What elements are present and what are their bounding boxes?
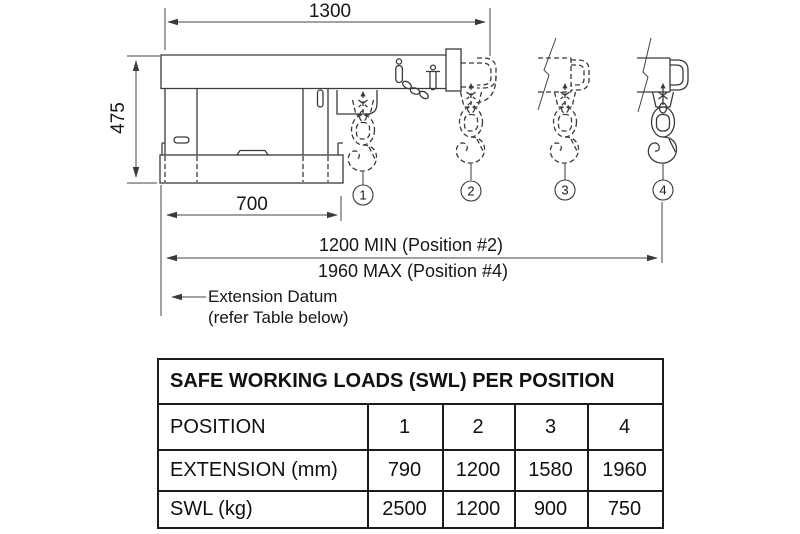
row-label-swl: SWL (kg) — [157, 490, 369, 529]
lynch-pin-icon — [395, 64, 404, 84]
position-balloon-4 — [652, 179, 674, 201]
hook1-bracket — [336, 90, 378, 115]
swl-table-header-row: SAFE WORKING LOADS (SWL) PER POSITION — [157, 358, 664, 405]
left-post — [164, 88, 198, 155]
swl-1-cell: 2500 — [367, 490, 444, 529]
dim-min-extension-label: 1200 MIN (Position #2) — [319, 235, 503, 255]
hook-icon-position-1 — [347, 90, 378, 189]
table-row-extension: EXTENSION (mm) 790 1200 1580 1960 — [157, 449, 664, 492]
extension-datum-callout: Extension Datum (refer Table below) — [160, 185, 348, 327]
hook-icon-position-2 — [455, 82, 486, 181]
position-1-cell: 1 — [367, 403, 444, 451]
pin-ring-icon — [395, 58, 403, 65]
datum-note-line2: (refer Table below) — [208, 308, 348, 327]
table-row-swl: SWL (kg) 2500 1200 900 750 — [157, 490, 664, 529]
position-label-2: 2 — [467, 184, 474, 199]
extension-4-cell: 1960 — [587, 449, 664, 492]
t-pin-icon — [426, 70, 440, 91]
break-line — [537, 37, 557, 111]
base-plate — [159, 154, 344, 184]
position-balloon-2 — [460, 180, 482, 202]
dim-1300-label: 1300 — [309, 1, 351, 22]
position-balloon-1 — [352, 184, 374, 206]
boom-slot — [316, 89, 324, 108]
post-slot — [173, 136, 190, 144]
right-post — [302, 88, 329, 155]
extension-1-cell: 790 — [367, 449, 444, 492]
position-balloons: 1 2 3 4 — [352, 179, 674, 206]
extension-stubs — [537, 37, 689, 113]
jib-body — [159, 48, 497, 184]
dimension-extension-range: 1200 MIN (Position #2) 1960 MAX (Positio… — [166, 202, 663, 281]
hook-icon-position-3 — [549, 82, 580, 181]
table-row-position: POSITION 1 2 3 4 — [157, 403, 664, 451]
swl-table-title: SAFE WORKING LOADS (SWL) PER POSITION — [157, 358, 664, 405]
swl-2-cell: 1200 — [442, 490, 516, 529]
position-balloon-3 — [554, 179, 576, 201]
swl-4-cell: 750 — [587, 490, 664, 529]
chain-link-icon — [402, 80, 412, 90]
row-label-position: POSITION — [157, 403, 369, 451]
extension-3-cell: 1580 — [514, 449, 589, 492]
jib-diagram: 1 2 3 4 1300 475 700 1200 MIN (Position … — [108, 1, 689, 327]
datum-note-line1: Extension Datum — [208, 287, 337, 306]
dimension-overall-height: 475 — [108, 55, 160, 184]
boom-outline — [160, 54, 446, 90]
dimension-boom-length: 1300 — [164, 1, 491, 56]
position-label-1: 1 — [359, 188, 366, 203]
position-4-cell: 4 — [587, 403, 664, 451]
chain-link-icon — [419, 90, 429, 100]
hook-icon-position-4 — [647, 82, 678, 181]
swl-table: SAFE WORKING LOADS (SWL) PER POSITION PO… — [157, 358, 664, 529]
boom-collar — [445, 48, 462, 92]
dim-475-label: 475 — [108, 102, 129, 134]
dimension-carriage-width: 700 — [166, 194, 342, 221]
break-line — [637, 37, 652, 113]
position-label-3: 3 — [561, 183, 568, 198]
dim-700-label: 700 — [236, 194, 268, 215]
row-label-extension: EXTENSION (mm) — [157, 449, 369, 492]
retaining-pin-chain — [395, 58, 440, 100]
swl-3-cell: 900 — [514, 490, 589, 529]
position-label-4: 4 — [659, 183, 666, 198]
position-3-cell: 3 — [514, 403, 589, 451]
extension-2-cell: 1200 — [442, 449, 516, 492]
dim-max-extension-label: 1960 MAX (Position #4) — [318, 261, 508, 281]
position-2-cell: 2 — [442, 403, 516, 451]
hook-assemblies — [347, 82, 678, 189]
